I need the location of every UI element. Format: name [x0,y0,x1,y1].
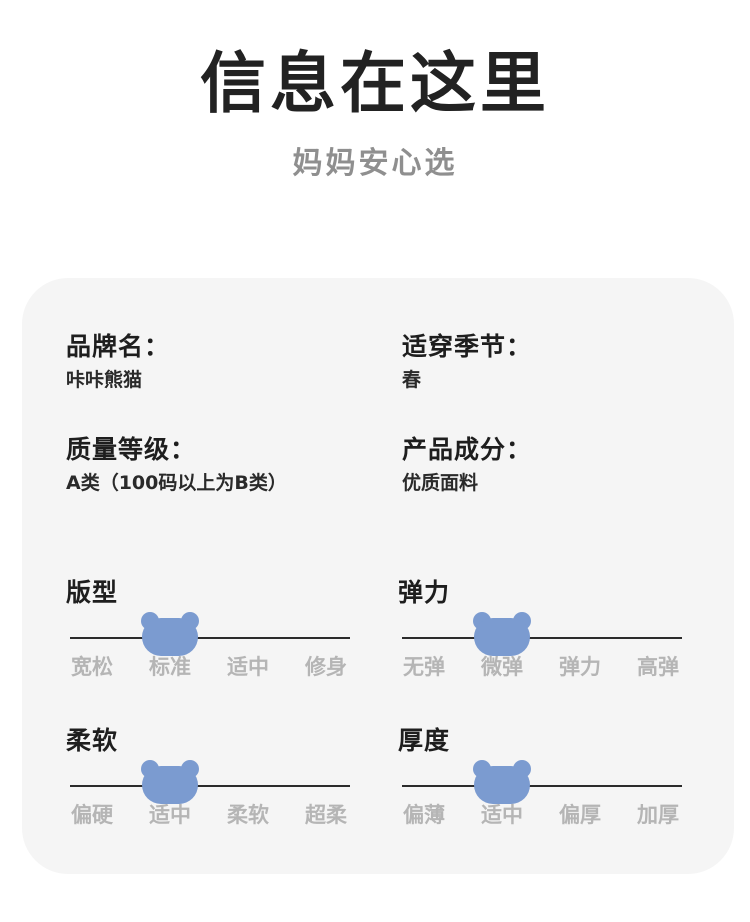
info-season-value: 春 [402,369,422,391]
scale-fit-options: 宽松 标准 适中 修身 [70,653,350,681]
scale-thickness-track [402,785,682,787]
bear-head-icon[interactable] [139,758,201,806]
scale-option[interactable]: 加厚 [637,803,679,827]
scale-elasticity-options: 无弹 微弹 弹力 高弹 [402,653,682,681]
scale-option[interactable]: 微弹 [481,655,523,679]
scale-option[interactable]: 适中 [481,803,523,827]
scale-option[interactable]: 无弹 [403,655,445,679]
scale-softness-title: 柔软 [66,726,119,755]
page-title: 信息在这里 [200,45,550,122]
scale-option[interactable]: 超柔 [305,803,347,827]
scale-option[interactable]: 高弹 [637,655,679,679]
info-composition: 产品成分： 优质面料 [402,433,532,497]
info-quality-label: 质量等级： [66,435,197,464]
bear-head-icon[interactable] [139,610,201,658]
scale-option[interactable]: 宽松 [71,655,113,679]
scale-softness-options: 偏硬 适中 柔软 超柔 [70,801,350,829]
scale-thickness-options: 偏薄 适中 偏厚 加厚 [402,801,682,829]
scale-option[interactable]: 偏硬 [71,803,113,827]
scale-option[interactable]: 标准 [149,655,191,679]
info-quality: 质量等级： A类（100码以上为B类） [66,433,287,497]
scale-fit-track [70,637,350,639]
info-brand: 品牌名： 咔咔熊猫 [66,330,170,394]
scale-elasticity-track [402,637,682,639]
scale-fit-title: 版型 [66,578,119,607]
scale-thickness: 厚度 偏薄 适中 偏厚 加厚 [398,724,682,828]
scale-softness-track [70,785,350,787]
info-brand-value: 咔咔熊猫 [66,369,143,391]
bear-head-icon[interactable] [471,610,533,658]
page-subtitle: 妈妈安心选 [292,146,458,181]
info-brand-label: 品牌名： [66,332,171,361]
scale-option[interactable]: 偏厚 [559,803,601,827]
info-season-label: 适穿季节： [402,332,533,361]
bear-head-icon[interactable] [471,758,533,806]
scale-option[interactable]: 偏薄 [403,803,445,827]
info-card: 品牌名： 咔咔熊猫 适穿季节： 春 质量等级： A类（100码以上为B类） 产品… [22,278,734,874]
info-composition-label: 产品成分： [402,435,533,464]
scale-option[interactable]: 弹力 [559,655,601,679]
info-season: 适穿季节： 春 [402,330,532,394]
scale-elasticity-title: 弹力 [398,578,451,607]
scale-softness: 柔软 偏硬适中柔软超柔 [66,724,350,828]
scale-option[interactable]: 柔软 [227,803,269,827]
scale-option[interactable]: 适中 [149,803,191,827]
scale-thickness-title: 厚度 [398,726,451,755]
info-quality-value: A类（100码以上为B类） [66,472,287,494]
scale-fit: 版型 宽松 标准 适中 修身 [66,576,350,680]
info-composition-value: 优质面料 [402,472,479,494]
scale-option[interactable]: 适中 [227,655,269,679]
scale-elasticity: 弹力 无弹微弹弹力高弹 [398,576,682,680]
scale-option[interactable]: 修身 [305,655,347,679]
